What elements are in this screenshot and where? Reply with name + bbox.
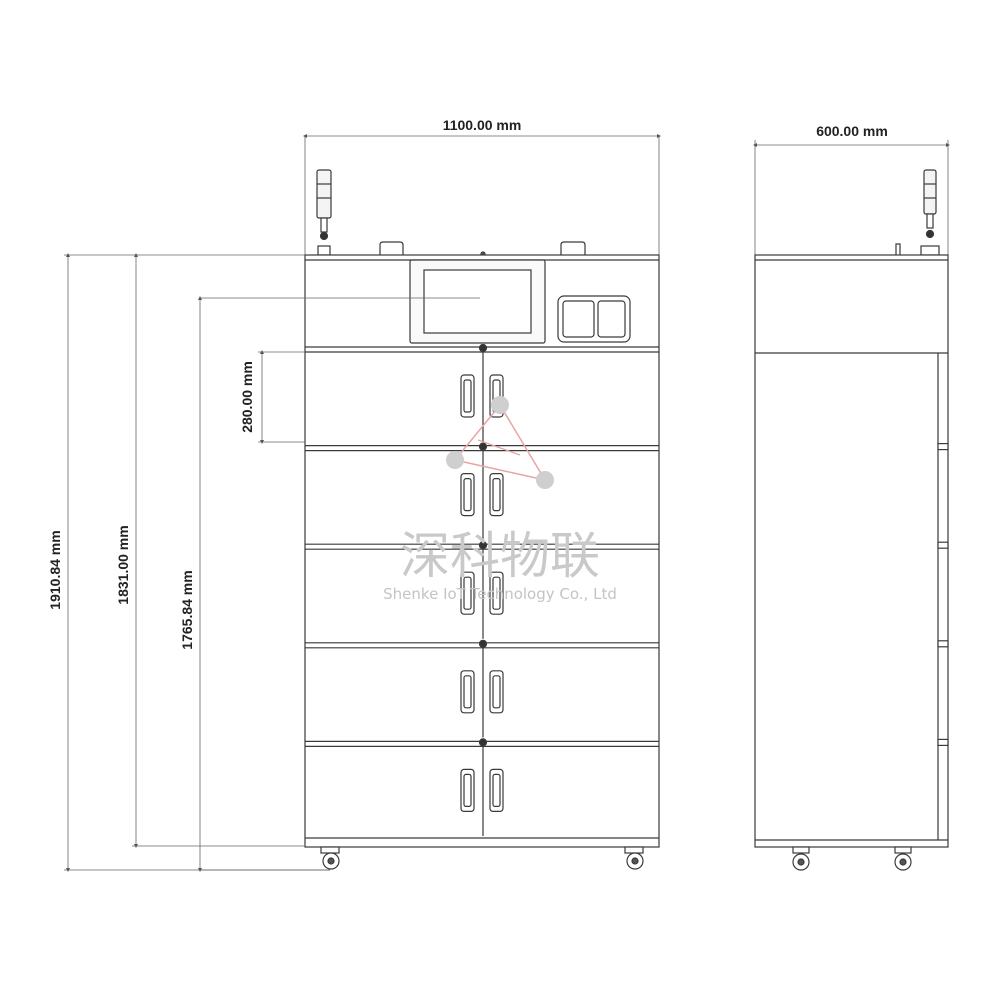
overall-height-label: 1910.84 mm bbox=[47, 530, 63, 609]
watermark-company-en: Shenke IoT Technology Co., Ltd bbox=[383, 585, 617, 603]
front-width-label: 1100.00 mm bbox=[443, 117, 522, 133]
drawer-left-handle-inner bbox=[463, 576, 472, 610]
side-hinge-set bbox=[937, 443, 949, 747]
side-depth-label: 600.00 mm bbox=[816, 123, 888, 139]
drawer-right-handle-inner bbox=[492, 773, 501, 808]
right-caster-wheel bbox=[624, 846, 644, 870]
control-panel bbox=[557, 295, 631, 343]
drawer-left-handle-inner bbox=[463, 379, 472, 413]
body-height-label: 1831.00 mm bbox=[115, 525, 131, 604]
dimension-labels: 1100.00 mm 600.00 mm 1910.84 mm 1831.00 … bbox=[47, 117, 888, 650]
drawer-lock-icon bbox=[478, 639, 488, 648]
drawer-right-handle-inner bbox=[492, 675, 501, 709]
front-width-dimension bbox=[303, 134, 661, 255]
top-left-handle bbox=[379, 241, 404, 255]
side-cabinet-body bbox=[754, 254, 949, 848]
drawer-lock-icon bbox=[478, 738, 488, 747]
watermark-logo-icon bbox=[446, 396, 554, 489]
side-depth-dimension bbox=[753, 140, 950, 255]
touch-screen bbox=[409, 259, 546, 344]
side-view bbox=[753, 140, 950, 871]
side-signal-tower-lamp bbox=[895, 169, 940, 256]
side-drawer-hinge bbox=[937, 541, 949, 549]
side-drawer-hinge bbox=[937, 443, 949, 451]
height-dimensions bbox=[64, 253, 480, 872]
drawer-lock-icon bbox=[478, 442, 488, 451]
watermark-company-cn: 深科物联 bbox=[400, 527, 600, 585]
drawer-left-handle-inner bbox=[463, 773, 472, 808]
drawer-left-handle-inner bbox=[463, 478, 472, 512]
drawer-right-handle-inner bbox=[492, 478, 501, 512]
cabinet-body bbox=[304, 254, 660, 848]
drawer-right-handle-inner bbox=[492, 576, 501, 610]
drawer-lock-icon bbox=[478, 541, 488, 550]
drawer-height-label: 280.00 mm bbox=[239, 361, 255, 433]
top-right-handle bbox=[560, 241, 586, 255]
screen-height-label: 1765.84 mm bbox=[179, 570, 195, 649]
side-drawer-hinge bbox=[937, 738, 949, 747]
drawer-lock-icon bbox=[478, 343, 488, 353]
drawer-stack bbox=[305, 343, 659, 839]
signal-tower-lamp bbox=[316, 169, 332, 256]
left-caster-wheel bbox=[320, 846, 340, 870]
side-right-caster bbox=[894, 846, 912, 871]
watermark: 深科物联 Shenke IoT Technology Co., Ltd bbox=[383, 396, 617, 603]
side-left-caster bbox=[792, 846, 810, 871]
side-drawer-hinge bbox=[937, 640, 949, 648]
drawer-left-handle-inner bbox=[463, 675, 472, 709]
front-view bbox=[64, 134, 661, 872]
